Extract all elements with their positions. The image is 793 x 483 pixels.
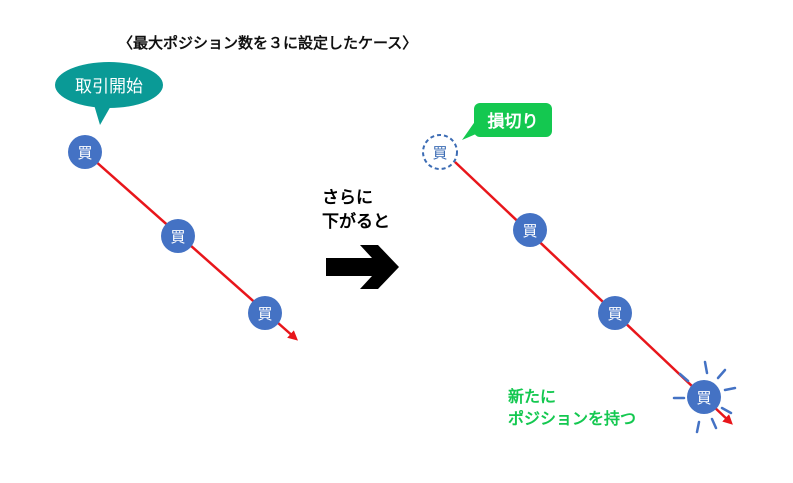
buy-label: 買 xyxy=(696,389,711,407)
new-position-line1: 新たに xyxy=(508,387,557,406)
stop-loss-label: 損切り xyxy=(488,111,539,132)
diagram-title: 〈最大ポジション数を３に設定したケース〉 xyxy=(118,34,418,52)
left-node-2: 買 xyxy=(161,219,195,253)
burst-icon xyxy=(672,360,737,434)
left-node-3: 買 xyxy=(248,296,282,330)
left-node-1: 買 xyxy=(68,135,102,169)
start-trade-bubble: 取引開始 xyxy=(55,62,163,125)
further-down-label: さらに 下がると xyxy=(322,186,390,234)
buy-label: 買 xyxy=(257,305,272,323)
new-position-label: 新たに ポジションを持つ xyxy=(508,386,636,430)
buy-label: 買 xyxy=(522,222,537,240)
buy-label: 買 xyxy=(607,305,622,323)
further-down-line1: さらに xyxy=(322,188,373,208)
buy-label: 買 xyxy=(77,144,92,162)
buy-label: 買 xyxy=(170,228,185,246)
further-down-line2: 下がると xyxy=(322,212,390,232)
right-node-1: 買 xyxy=(513,213,547,247)
new-position-line2: ポジションを持つ xyxy=(508,409,637,428)
stopped-node: 買 xyxy=(422,134,458,170)
start-trade-label: 取引開始 xyxy=(75,77,143,97)
stop-loss-callout: 損切り xyxy=(462,103,552,140)
right-node-2: 買 xyxy=(598,296,632,330)
right-trend-line xyxy=(454,161,733,425)
right-node-3-new: 買 xyxy=(687,380,721,414)
buy-label: 買 xyxy=(432,144,447,162)
right-arrow-icon xyxy=(326,245,399,289)
